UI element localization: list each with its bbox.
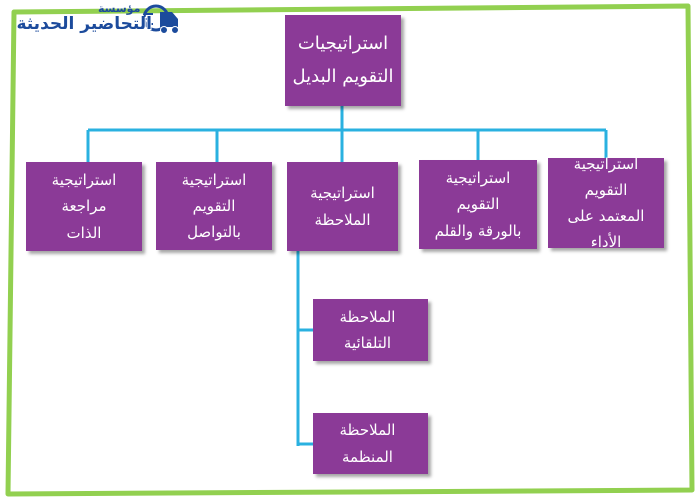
- node-paper-and-pencil: استراتيجية التقويم بالورقة والقلم: [419, 160, 537, 249]
- site-logo: مؤسسة التحاضير الحديثة: [0, 0, 185, 44]
- root-node-label: استراتيجيات التقويم البديل: [292, 33, 394, 87]
- node-spontaneous-observation-label: الملاحظة التلقائية: [339, 307, 396, 352]
- node-paper-and-pencil-label: استراتيجية التقويم بالورقة والقلم: [434, 169, 522, 240]
- root-node: استراتيجيات التقويم البديل: [285, 15, 401, 106]
- node-communication-label: استراتيجية التقويم بالتواصل: [181, 170, 247, 242]
- node-self-review: استراتيجية مراجعة الذات: [26, 162, 142, 251]
- node-performance-based: استراتيجية التقويم المعتمد على الأداء: [548, 155, 664, 251]
- node-observation: استراتيجية الملاحظة: [287, 162, 398, 251]
- node-self-review-label: استراتيجية مراجعة الذات: [51, 171, 117, 242]
- node-observation-label: استراتيجية الملاحظة: [310, 184, 375, 229]
- node-performance-based-label: استراتيجية التقويم المعتمد على الأداء: [567, 154, 645, 252]
- connector-lines: [86, 106, 608, 446]
- node-structured-observation: الملاحظة المنظمة: [313, 413, 428, 474]
- node-communication: استراتيجية التقويم بالتواصل: [156, 162, 272, 250]
- logo-subtitle: مؤسسة: [98, 2, 141, 15]
- delivery-truck-icon: [142, 4, 179, 34]
- node-structured-observation-label: الملاحظة المنظمة: [339, 421, 396, 466]
- logo-title: التحاضير الحديثة: [16, 14, 152, 34]
- node-spontaneous-observation: الملاحظة التلقائية: [313, 299, 428, 361]
